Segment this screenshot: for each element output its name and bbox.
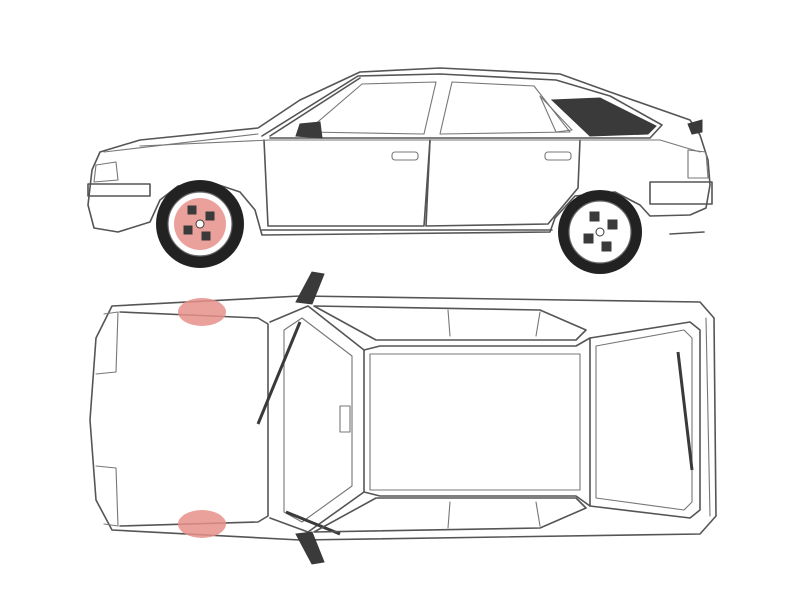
top-windshield-inner (283, 317, 353, 523)
side-front-wheel (156, 180, 244, 268)
side-exhaust (669, 231, 705, 235)
side-front-door-line (263, 139, 431, 227)
top-roof (363, 337, 591, 507)
side-beltline (139, 139, 701, 153)
top-side-windows-left (313, 305, 587, 341)
top-windshield (269, 305, 365, 533)
top-rear-edge (705, 317, 711, 517)
side-a-pillar (269, 77, 361, 137)
top-rear-glass (595, 329, 693, 511)
top-wiper-left (256, 321, 302, 425)
side-rear-wheel (558, 190, 642, 274)
top-side-windows-right (313, 497, 587, 533)
side-front-window (305, 81, 437, 135)
top-front-left-wheel-highlight (178, 298, 226, 326)
top-hood (119, 311, 269, 527)
side-rear-door-line (425, 139, 581, 227)
side-headlight (93, 161, 119, 183)
top-side-windows-right-div (447, 501, 541, 529)
side-front-door-handle (391, 151, 419, 161)
side-quarter-glass (539, 95, 573, 133)
side-window-frame (261, 73, 663, 139)
side-rear-lamp (687, 149, 709, 179)
top-rear-wiper (676, 351, 694, 471)
top-roof-inner (369, 353, 581, 491)
car-top-view (89, 271, 717, 565)
side-front-bumper (87, 183, 151, 197)
side-rear-spoiler (687, 119, 703, 135)
side-rear-glass-tinted (550, 97, 657, 137)
top-front-right-wheel-highlight (178, 510, 226, 538)
side-rear-bumper (649, 181, 713, 205)
top-hood-front-left (95, 311, 119, 375)
top-mirror-right (295, 531, 325, 565)
side-rear-window (439, 81, 571, 135)
top-rear-hatch (589, 321, 701, 519)
top-roof-vent (339, 405, 351, 433)
side-hood-line (103, 133, 259, 153)
top-wiper-right (285, 510, 341, 536)
car-side-view (87, 67, 713, 274)
top-side-windows-left-div (447, 309, 541, 337)
top-mirror-left (295, 271, 325, 305)
side-mirror (295, 121, 323, 139)
top-hood-front-right (95, 465, 119, 527)
side-rear-door-handle (544, 151, 572, 161)
top-body-outline (89, 295, 717, 541)
